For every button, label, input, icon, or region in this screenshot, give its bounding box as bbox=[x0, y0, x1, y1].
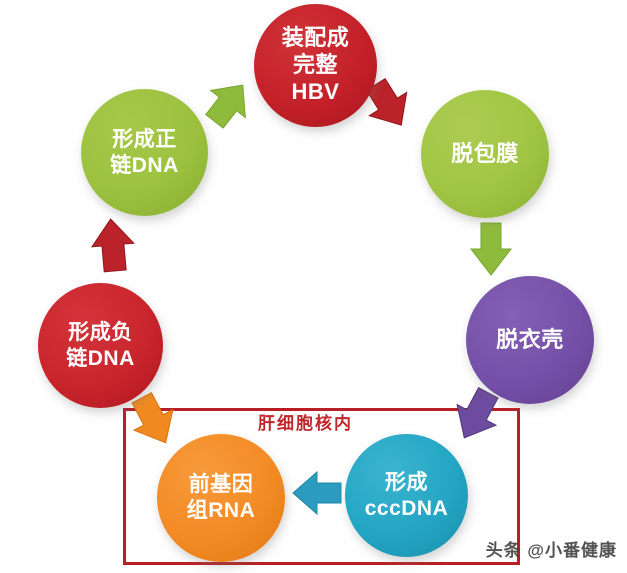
node-minus-strand-dna-text: 形成负 链DNA bbox=[66, 320, 135, 370]
arrow-plus-to-hbv bbox=[196, 76, 260, 132]
node-uncoating[interactable]: 脱衣壳 bbox=[466, 276, 594, 404]
node-plus-strand-dna-text: 形成正 链DNA bbox=[110, 127, 179, 177]
node-de-envelope-text: 脱包膜 bbox=[451, 140, 519, 166]
arrow-rna-to-minus bbox=[120, 388, 186, 450]
arrow-deenvelope-to-uncoating bbox=[463, 217, 519, 279]
node-form-cccdna[interactable]: 形成 cccDNA bbox=[345, 434, 468, 557]
watermark-text: 头条 @小番健康 bbox=[485, 541, 617, 560]
arrow-minus-to-plus bbox=[84, 215, 142, 277]
node-minus-strand-dna[interactable]: 形成负 链DNA bbox=[38, 283, 163, 408]
node-assemble-hbv[interactable]: 装配成 完整 HBV bbox=[254, 4, 377, 127]
arrow-uncoating-to-cccdna bbox=[444, 383, 510, 445]
node-de-envelope[interactable]: 脱包膜 bbox=[421, 90, 549, 218]
node-uncoating-text: 脱衣壳 bbox=[496, 326, 564, 352]
arrow-cccdna-to-rna bbox=[287, 466, 349, 520]
node-assemble-hbv-text: 装配成 完整 HBV bbox=[281, 25, 350, 104]
node-pregenomic-rna-text: 前基因 组RNA bbox=[186, 473, 256, 522]
nucleus-label: 肝细胞核内 bbox=[258, 414, 353, 433]
nucleus-boundary-box bbox=[123, 408, 520, 565]
node-plus-strand-dna[interactable]: 形成正 链DNA bbox=[81, 89, 208, 216]
arrow-hbv-to-deenvelope bbox=[356, 75, 420, 133]
node-form-cccdna-text: 形成 cccDNA bbox=[364, 470, 449, 520]
node-pregenomic-rna[interactable]: 前基因 组RNA bbox=[157, 434, 285, 562]
